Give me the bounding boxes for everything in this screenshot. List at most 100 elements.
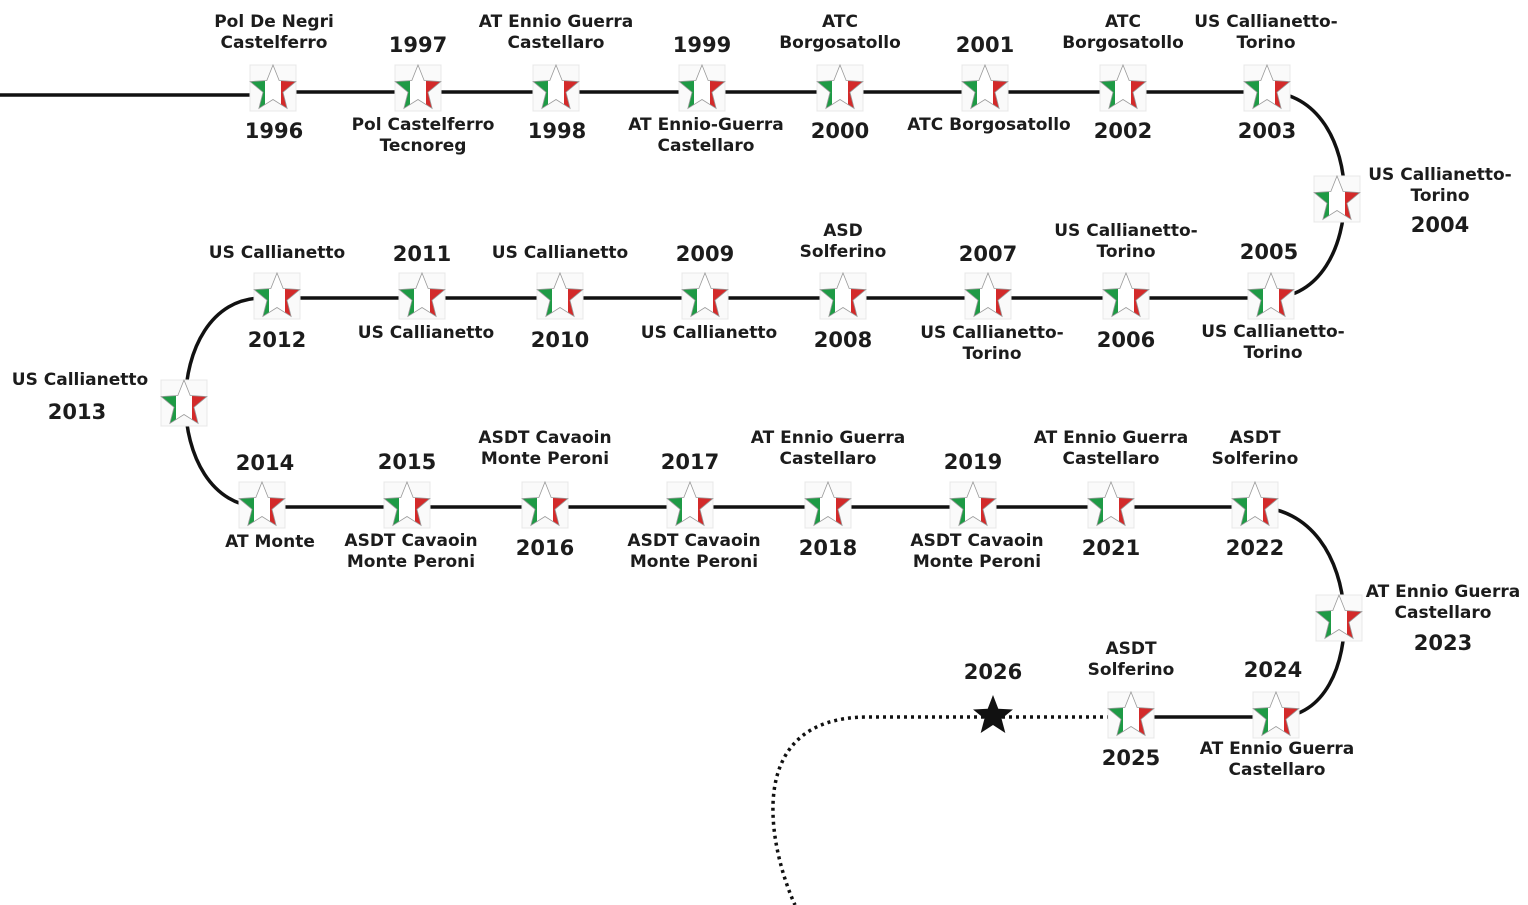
club-label: Monte Peroni: [630, 552, 758, 572]
club-label: AT Ennio Guerra: [1366, 582, 1520, 602]
year-label: 2003: [1238, 119, 1296, 143]
club-label: Torino: [1236, 33, 1295, 53]
italian-flag-star-icon: [1087, 480, 1135, 529]
club-label: ASDT Cavaoin: [627, 531, 760, 551]
year-label: 2007: [959, 242, 1017, 266]
italian-flag-star-icon: [160, 378, 208, 427]
italian-flag-star-icon: [678, 63, 726, 112]
year-label: 2010: [531, 328, 589, 352]
club-label: Torino: [1243, 343, 1302, 363]
italian-flag-star-icon: [1231, 480, 1279, 529]
club-label: Pol Castelferro: [352, 115, 495, 135]
black-star-icon: [973, 695, 1013, 733]
club-label: ASDT Cavaoin: [910, 531, 1043, 551]
club-label: ATC Borgosatollo: [907, 115, 1070, 135]
year-label: 1999: [673, 33, 731, 57]
italian-flag-star-icon: [1313, 174, 1361, 223]
year-label: 2000: [811, 119, 869, 143]
italian-flag-star-icon: [536, 271, 584, 320]
year-label: 2024: [1244, 658, 1302, 682]
club-label: US Callianetto: [12, 370, 148, 390]
year-label: 2009: [676, 242, 734, 266]
italian-flag-star-icon: [1102, 271, 1150, 320]
italian-flag-star-icon: [961, 63, 1009, 112]
year-label: 2018: [799, 536, 857, 560]
club-label: Torino: [1096, 242, 1155, 262]
club-label: Castellaro: [780, 449, 877, 469]
italian-flag-star-icon: [1243, 63, 1291, 112]
year-label: 1997: [389, 33, 447, 57]
year-label: 2023: [1414, 631, 1472, 655]
year-label: 2012: [248, 328, 306, 352]
club-label: AT Monte: [225, 532, 315, 552]
club-label: ASDT Cavaoin: [344, 531, 477, 551]
club-label: Monte Peroni: [913, 552, 1041, 572]
club-label: Monte Peroni: [347, 552, 475, 572]
club-label: AT Ennio-Guerra: [628, 115, 784, 135]
year-label: 2022: [1226, 536, 1284, 560]
italian-flag-star-icon: [666, 480, 714, 529]
italian-flag-star-icon: [816, 63, 864, 112]
club-label: Castellaro: [1395, 603, 1492, 623]
club-label: Tecnoreg: [380, 136, 467, 156]
club-label: US Callianetto-: [1368, 165, 1512, 185]
club-label: Castellaro: [508, 33, 605, 53]
italian-flag-star-icon: [1099, 63, 1147, 112]
italian-flag-star-icon: [398, 271, 446, 320]
club-label: ASDT: [1105, 639, 1157, 659]
club-label: ATC: [1105, 12, 1141, 32]
year-label: 2005: [1240, 240, 1298, 264]
year-label: 2015: [378, 450, 436, 474]
club-label: Solferino: [1088, 660, 1175, 680]
year-label: 1996: [245, 119, 303, 143]
club-label: AT Ennio Guerra: [1034, 428, 1188, 448]
italian-flag-star-icon: [383, 480, 431, 529]
italian-flag-star-icon: [819, 271, 867, 320]
year-label: 2011: [393, 242, 451, 266]
club-label: Castellaro: [1229, 760, 1326, 780]
italian-flag-star-icon: [394, 63, 442, 112]
club-label: ATC: [822, 12, 858, 32]
italian-flag-star-icon: [681, 271, 729, 320]
italian-flag-star-icon: [964, 271, 1012, 320]
italian-flag-star-icon: [521, 480, 569, 529]
club-label: AT Ennio Guerra: [1200, 739, 1354, 759]
club-label: ASDT: [1229, 428, 1281, 448]
club-label: AT Ennio Guerra: [479, 12, 633, 32]
italian-flag-star-icon: [1315, 593, 1363, 642]
club-label: US Callianetto-: [1054, 221, 1198, 241]
club-label: Castellaro: [1063, 449, 1160, 469]
club-label: US Callianetto: [209, 243, 345, 263]
year-label: 2006: [1097, 328, 1155, 352]
club-label: US Callianetto: [492, 243, 628, 263]
club-label: Torino: [962, 344, 1021, 364]
italian-flag-star-icon: [1247, 271, 1295, 320]
club-label: US Callianetto-: [920, 323, 1064, 343]
year-label: 2013: [48, 400, 106, 424]
year-label: 2001: [956, 33, 1014, 57]
club-label: US Callianetto-: [1194, 12, 1338, 32]
italian-flag-star-icon: [804, 480, 852, 529]
club-label: Torino: [1410, 186, 1469, 206]
year-label: 2014: [236, 451, 294, 475]
year-label: 2025: [1102, 746, 1160, 770]
italian-flag-star-icon: [253, 271, 301, 320]
club-label: Solferino: [1212, 449, 1299, 469]
italian-flag-star-icon: [949, 480, 997, 529]
italian-flag-star-icon: [532, 63, 580, 112]
club-label: US Callianetto: [641, 323, 777, 343]
club-label: ASD: [823, 221, 863, 241]
year-label: 2019: [944, 450, 1002, 474]
club-label: AT Ennio Guerra: [751, 428, 905, 448]
timeline-line-future: [771, 715, 1131, 905]
club-label: Pol De Negri: [214, 12, 334, 32]
club-label: Castellaro: [658, 136, 755, 156]
year-label: 2017: [661, 450, 719, 474]
club-label: Borgosatollo: [779, 33, 901, 53]
milestone-markers: [160, 63, 1363, 739]
club-label: US Callianetto: [358, 323, 494, 343]
year-label: 2021: [1082, 536, 1140, 560]
year-label: 2026: [964, 660, 1022, 684]
